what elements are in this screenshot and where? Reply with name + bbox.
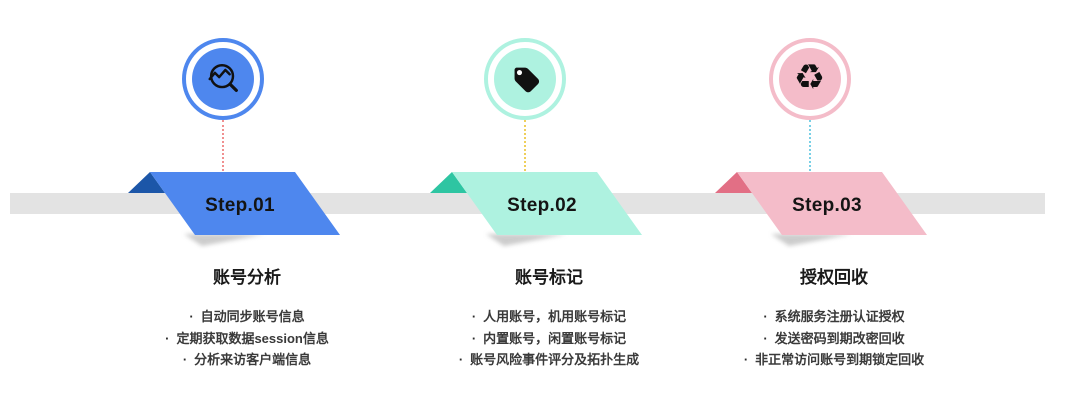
- step3-ribbon: [715, 172, 927, 246]
- bullet-item: 分析来访客户端信息: [87, 349, 407, 371]
- step3-title: 授权回收: [800, 268, 868, 287]
- bullet-item: 非正常访问账号到期锁定回收: [674, 349, 994, 371]
- step3-icon-badge: ♻: [768, 38, 851, 120]
- bullet-item: 人用账号，机用账号标记: [389, 306, 709, 328]
- step2-number-label: Step.02: [507, 195, 577, 216]
- bullet-item: 自动同步账号信息: [87, 306, 407, 328]
- step1-ribbon: [128, 172, 340, 246]
- recycle-icon: ♻: [793, 57, 826, 98]
- step3-icon-circle: ♻: [778, 48, 841, 110]
- step2-bullets: 人用账号，机用账号标记 内置账号，闲置账号标记 账号风险事件评分及拓扑生成: [389, 306, 709, 371]
- step2-title: 账号标记: [515, 268, 583, 287]
- step2-text: 账号标记 人用账号，机用账号标记 内置账号，闲置账号标记 账号风险事件评分及拓扑…: [389, 266, 709, 371]
- tag-icon: [514, 67, 539, 93]
- step1-text: 账号分析 自动同步账号信息 定期获取数据session信息 分析来访客户端信息: [87, 266, 407, 371]
- dotted-connector-2: [523, 120, 526, 171]
- step2-ribbon: [430, 172, 642, 246]
- trend-search-icon: [207, 63, 238, 93]
- step1-icon-circle: [191, 48, 254, 110]
- step2-icon-circle: [493, 48, 556, 110]
- step2-icon-badge: [483, 38, 566, 120]
- step1-icon-badge: [181, 38, 264, 120]
- dotted-connector-3: [808, 120, 811, 171]
- step1-title: 账号分析: [213, 268, 281, 287]
- bullet-item: 定期获取数据session信息: [87, 328, 407, 350]
- step1-number-label: Step.01: [205, 195, 275, 216]
- bullet-item: 发送密码到期改密回收: [674, 328, 994, 350]
- step3-text: 授权回收 系统服务注册认证授权 发送密码到期改密回收 非正常访问账号到期锁定回收: [674, 266, 994, 371]
- bullet-item: 账号风险事件评分及拓扑生成: [389, 349, 709, 371]
- step3-bullets: 系统服务注册认证授权 发送密码到期改密回收 非正常访问账号到期锁定回收: [674, 306, 994, 371]
- step3-number-label: Step.03: [792, 195, 862, 216]
- dotted-connector-1: [221, 120, 224, 171]
- step1-bullets: 自动同步账号信息 定期获取数据session信息 分析来访客户端信息: [87, 306, 407, 371]
- bullet-item: 系统服务注册认证授权: [674, 306, 994, 328]
- bullet-item: 内置账号，闲置账号标记: [389, 328, 709, 350]
